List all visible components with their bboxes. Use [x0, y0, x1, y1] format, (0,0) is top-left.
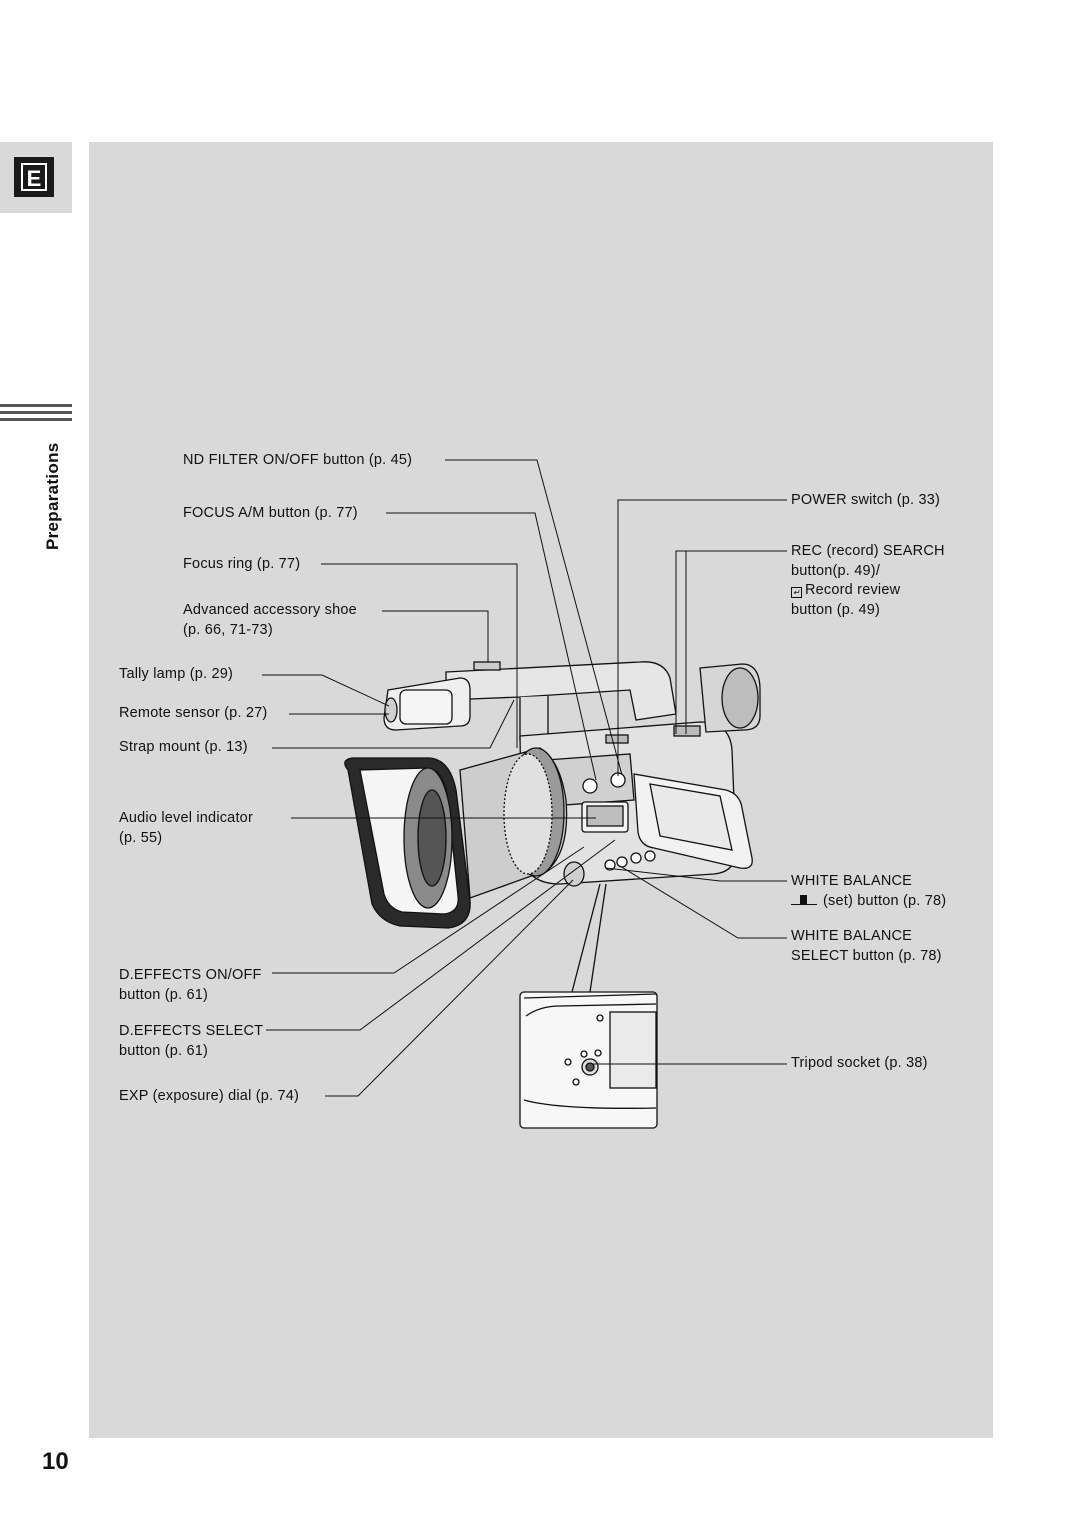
label-exp-dial: EXP (exposure) dial (p. 74): [119, 1088, 300, 1104]
language-tab-letter: E: [21, 163, 47, 191]
label-deffects-select: D.EFFECTS SELECT button (p. 61): [119, 1023, 264, 1059]
wb-set-line: (set) button (p. 78): [791, 892, 946, 912]
rec-review-line: ↵Record review: [791, 581, 945, 601]
white-balance-set-icon: [791, 894, 817, 907]
label-accessory-shoe: Advanced accessory shoe (p. 66, 71-73): [183, 602, 357, 638]
label-wb-select: WHITE BALANCE SELECT button (p. 78): [791, 928, 942, 964]
section-rule-bottom: [0, 418, 72, 421]
section-rule-middle: [0, 411, 72, 414]
label-wb-set: WHITE BALANCE (set) button (p. 78): [791, 872, 946, 911]
record-review-icon: ↵: [791, 587, 802, 598]
label-audio-level: Audio level indicator (p. 55): [119, 810, 253, 846]
page-number: 10: [42, 1448, 69, 1475]
label-deffects-onoff: D.EFFECTS ON/OFF button (p. 61): [119, 967, 262, 1003]
label-rec-search: REC (record) SEARCH button(p. 49)/ ↵Reco…: [791, 543, 945, 618]
label-tally-lamp: Tally lamp (p. 29): [119, 666, 233, 682]
label-strap-mount: Strap mount (p. 13): [119, 739, 248, 755]
label-remote-sensor: Remote sensor (p. 27): [119, 705, 268, 721]
label-power-switch: POWER switch (p. 33): [791, 492, 941, 508]
label-focus-ring: Focus ring (p. 77): [183, 556, 301, 572]
section-rule-top: [0, 404, 72, 407]
language-tab-box: E: [14, 157, 54, 197]
label-focus-am: FOCUS A/M button (p. 77): [183, 505, 358, 521]
label-nd-filter: ND FILTER ON/OFF button (p. 45): [183, 452, 413, 468]
label-tripod-socket: Tripod socket (p. 38): [791, 1055, 928, 1071]
language-tab: E: [0, 142, 72, 213]
